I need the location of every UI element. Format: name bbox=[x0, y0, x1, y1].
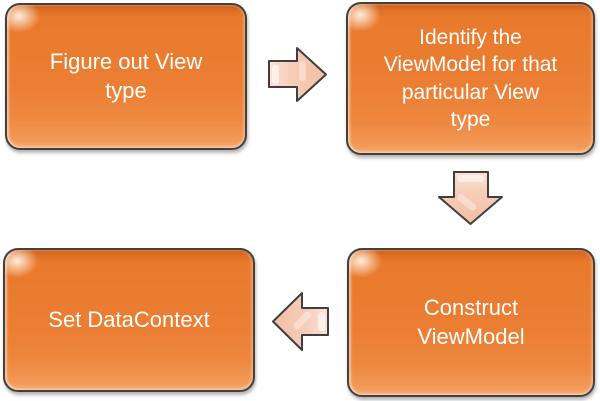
flow-step-label: Construct ViewModel bbox=[417, 294, 525, 349]
arrow-left-icon bbox=[272, 291, 329, 352]
flow-step-identify-viewmodel: Identify the ViewModel for that particul… bbox=[346, 2, 595, 155]
arrow-right-icon bbox=[268, 46, 327, 103]
flow-step-label: Figure out View type bbox=[49, 48, 203, 103]
flow-step-label: Identify the ViewModel for that particul… bbox=[383, 25, 558, 131]
flow-step-label: Set DataContext bbox=[48, 306, 210, 332]
flow-step-figure-out-view-type: Figure out View type bbox=[5, 3, 247, 150]
flow-step-set-datacontext: Set DataContext bbox=[3, 248, 255, 392]
flow-step-construct-viewmodel: Construct ViewModel bbox=[347, 248, 595, 397]
arrow-down-icon bbox=[438, 171, 503, 225]
